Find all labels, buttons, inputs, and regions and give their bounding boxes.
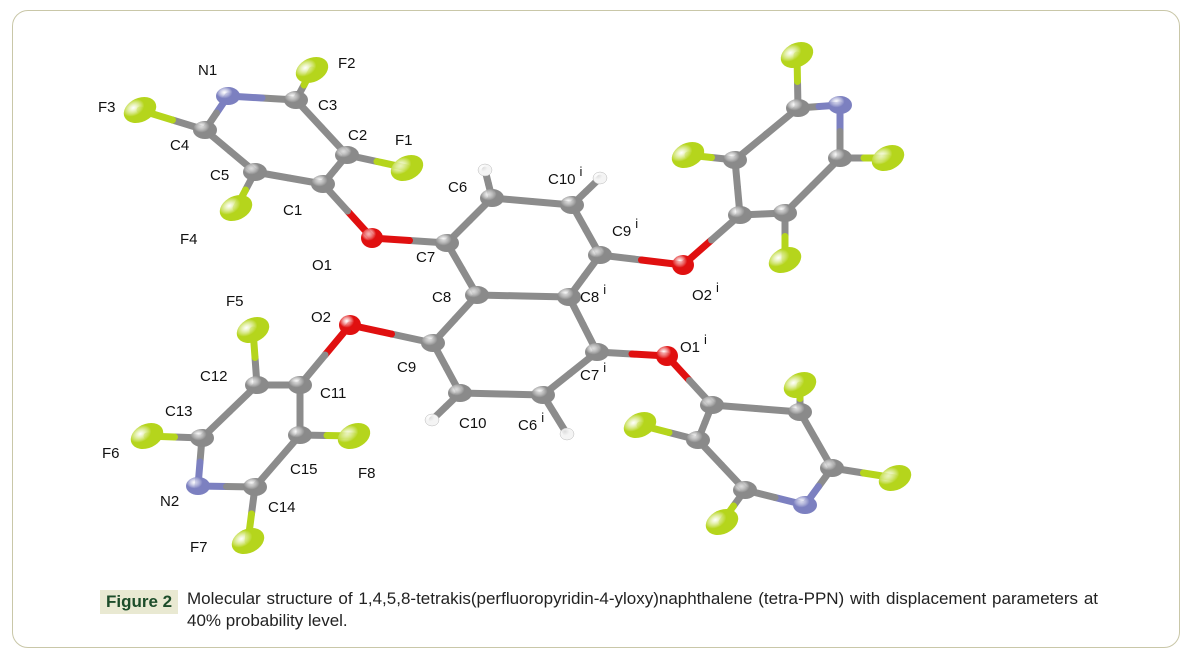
atom-label: C3 [318, 97, 337, 114]
carbon-atom [820, 459, 844, 477]
fluorine-atom [123, 96, 157, 124]
atom-label: F2 [338, 55, 356, 72]
hydrogen-atom [559, 427, 575, 441]
carbon-atom [465, 286, 489, 304]
carbon-atom [788, 403, 812, 421]
atom-label: F4 [180, 231, 198, 248]
atom-label: C10 [459, 415, 487, 432]
fluorine-atom [671, 141, 705, 169]
fluorine-atom [783, 371, 817, 399]
hydrogen-atom [424, 413, 440, 427]
atom-label: C14 [268, 499, 296, 516]
carbon-atom [686, 431, 710, 449]
atom-label: C12 [200, 368, 228, 385]
carbon-atom [531, 386, 555, 404]
carbon-atom [421, 334, 445, 352]
atom-label: C6 [448, 179, 467, 196]
fluorine-atom [337, 422, 371, 450]
carbon-atom [480, 189, 504, 207]
carbon-atom [728, 206, 752, 224]
atom-label: F1 [395, 132, 413, 149]
caption-text: Molecular structure of 1,4,5,8-tetrakis(… [187, 589, 1098, 630]
atom-label: C13 [165, 403, 193, 420]
nitrogen-atom [828, 96, 852, 114]
carbon-atom [288, 376, 312, 394]
atom-label: C4 [170, 137, 189, 154]
carbon-atom [723, 151, 747, 169]
figure-label: Figure 2 [100, 590, 179, 614]
carbon-atom [245, 376, 269, 394]
atom-label: O2 [311, 309, 331, 326]
oxygen-atom [656, 346, 678, 366]
carbon-atom [193, 121, 217, 139]
oxygen-atom [339, 315, 361, 335]
atom-label: C11 [320, 385, 346, 402]
fluorine-atom [705, 508, 739, 536]
atom-label: F7 [190, 539, 208, 556]
atom-label: C8 [432, 289, 451, 306]
carbon-atom [243, 478, 267, 496]
atom-label: F6 [102, 445, 120, 462]
fluorine-atom [768, 246, 802, 274]
carbon-atom [786, 99, 810, 117]
nitrogen-atom [793, 496, 817, 514]
fluorine-atom [390, 154, 424, 182]
atom-label: N1 [198, 62, 217, 79]
atom-label: C9 [397, 359, 416, 376]
hydrogen-atom [477, 163, 493, 177]
fluorine-atom [623, 411, 657, 439]
fluorine-atom [780, 41, 814, 69]
nitrogen-atom [186, 477, 210, 495]
carbon-atom [585, 343, 609, 361]
figure-caption: Figure 2 Molecular structure of 1,4,5,8-… [100, 588, 1098, 632]
fluorine-atom [231, 527, 265, 555]
carbon-atom [733, 481, 757, 499]
carbon-atom [435, 234, 459, 252]
carbon-atom [588, 246, 612, 264]
carbon-atom [284, 91, 308, 109]
carbon-atom [560, 196, 584, 214]
fluorine-atom [871, 144, 905, 172]
nitrogen-atom [216, 87, 240, 105]
fluorine-atom [236, 316, 270, 344]
carbon-atom [311, 175, 335, 193]
oxygen-atom [672, 255, 694, 275]
carbon-atom [557, 288, 581, 306]
figure-frame [12, 10, 1180, 648]
carbon-atom [773, 204, 797, 222]
carbon-atom [243, 163, 267, 181]
hydrogen-atom [592, 171, 608, 185]
atom-label: C7 [416, 249, 435, 266]
fluorine-atom [219, 194, 253, 222]
carbon-atom [190, 429, 214, 447]
fluorine-atom [878, 464, 912, 492]
atom-label: F8 [358, 465, 376, 482]
carbon-atom [335, 146, 359, 164]
atom-label: C5 [210, 167, 229, 184]
fluorine-atom [295, 56, 329, 84]
atom-label: O1 [312, 257, 332, 274]
carbon-atom [700, 396, 724, 414]
atom-label: N2 [160, 493, 179, 510]
carbon-atom [828, 149, 852, 167]
atom-label: C15 [290, 461, 318, 478]
atom-label: C2 [348, 127, 367, 144]
carbon-atom [288, 426, 312, 444]
atom-label: F5 [226, 293, 244, 310]
atom-label: F3 [98, 99, 116, 116]
oxygen-atom [361, 228, 383, 248]
fluorine-atom [130, 422, 164, 450]
carbon-atom [448, 384, 472, 402]
atom-label: C1 [283, 202, 302, 219]
